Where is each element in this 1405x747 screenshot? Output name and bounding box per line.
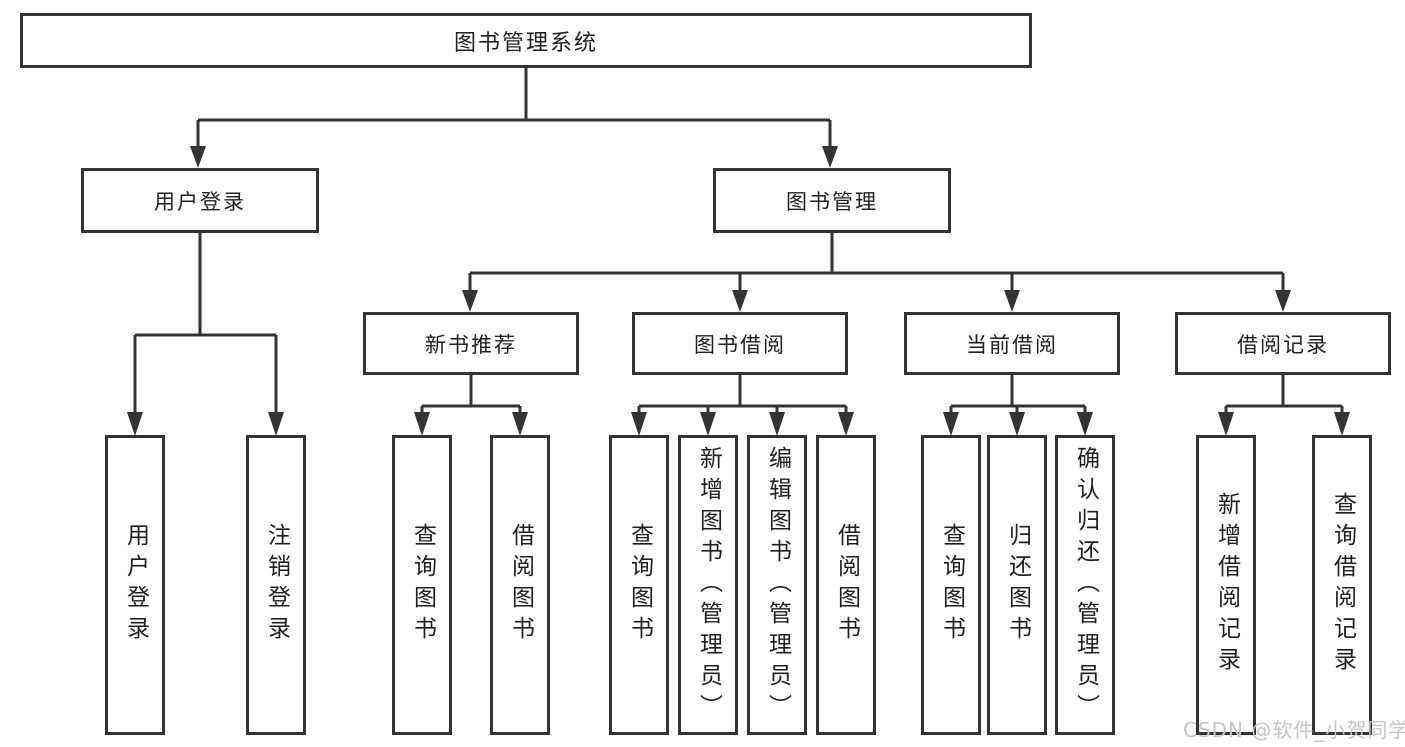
node-current-borrowing: 当前借阅 — [904, 312, 1120, 375]
leaf-confirm-return-admin: 确认归还（管理员） — [1055, 435, 1115, 735]
leaf-user-login: 用户登录 — [105, 435, 165, 735]
leaf-borrow-books: 借阅图书 — [816, 435, 876, 735]
leaf-logout: 注销登录 — [246, 435, 306, 735]
connector-newbook-branch — [420, 375, 522, 416]
node-library-management-system: 图书管理系统 — [20, 13, 1032, 68]
leaf-add-books-admin: 新增图书（管理员） — [678, 435, 738, 735]
leaf-search-books-recommend: 查询图书 — [392, 435, 452, 735]
node-borrowing-records: 借阅记录 — [1175, 312, 1391, 375]
leaf-add-borrow-record: 新增借阅记录 — [1196, 435, 1256, 735]
node-book-borrowing: 图书借阅 — [632, 312, 848, 375]
connector-records-branch — [1224, 375, 1344, 416]
leaf-search-books-current: 查询图书 — [921, 435, 981, 735]
connector-borrowing-branch — [637, 375, 848, 416]
node-new-book-recommendation: 新书推荐 — [363, 312, 579, 375]
leaf-return-books: 归还图书 — [987, 435, 1047, 735]
leaf-search-books-borrowing: 查询图书 — [609, 435, 669, 735]
leaf-edit-books-admin: 编辑图书（管理员） — [747, 435, 807, 735]
node-user-login: 用户登录 — [81, 168, 319, 233]
connector-current-branch — [949, 375, 1087, 416]
csdn-watermark: CSDN @软件_小贺同学 — [1183, 718, 1405, 742]
node-book-management: 图书管理 — [713, 168, 951, 233]
connector-book-to-level3 — [468, 233, 1285, 294]
leaf-search-borrow-record: 查询借阅记录 — [1312, 435, 1372, 735]
connector-root-to-level2 — [196, 68, 832, 150]
connector-user-branch — [133, 233, 278, 416]
leaf-borrow-books-recommend: 借阅图书 — [490, 435, 550, 735]
